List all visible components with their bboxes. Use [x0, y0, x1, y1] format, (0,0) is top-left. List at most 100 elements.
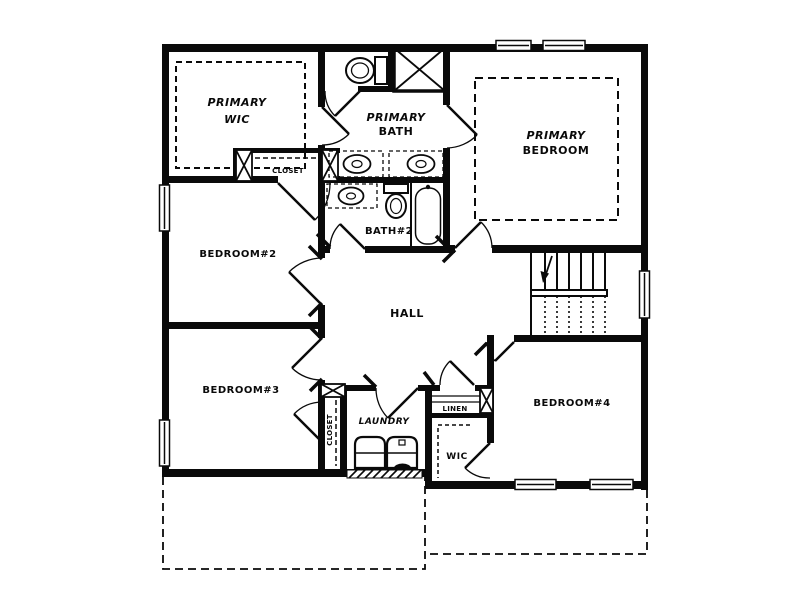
- door-laundry: [375, 387, 419, 419]
- closet2-frame-right-icon: [321, 149, 339, 182]
- room-linen: [432, 391, 487, 413]
- label-bedroom4: BEDROOM#4: [533, 398, 610, 409]
- dashed-lines: [162, 61, 648, 570]
- wall-toilet-right: [388, 44, 394, 90]
- wall-linen-left: [425, 385, 432, 481]
- window-primary-bedroom-2: [542, 39, 586, 52]
- door-water-closet: [324, 90, 361, 117]
- room-bedroom3: [169, 329, 318, 469]
- double-vanity-icon: [328, 150, 444, 178]
- wall-linen-bottom: [425, 413, 487, 418]
- toilet-bath2-icon: [383, 183, 409, 219]
- wall-bath-bedroom-b: [443, 148, 450, 252]
- room-hall: [325, 253, 487, 385]
- area-below-outline-right: [425, 490, 648, 555]
- laundry-appliances: [353, 435, 419, 470]
- window-bedroom2: [158, 184, 171, 232]
- label-bedroom2: BEDROOM#2: [199, 249, 276, 260]
- wall-toilet-bottom: [358, 86, 394, 92]
- sink-right-icon: [406, 154, 436, 174]
- label-primary-bedroom-1: PRIMARY: [526, 129, 586, 142]
- dryer-icon: [385, 435, 419, 470]
- room-labels: PRIMARY WIC CLOSET PRIMARY BATH PRIMARY …: [199, 96, 610, 462]
- room-primary-wic: [169, 52, 318, 176]
- door-wic-bedroom4: [464, 442, 491, 479]
- closet2-frame-left-icon: [235, 149, 253, 182]
- room-laundry: [347, 391, 425, 469]
- linen-frame-icon: [479, 387, 494, 414]
- label-closet-bedroom2: CLOSET: [272, 167, 304, 175]
- washer-icon: [353, 435, 387, 470]
- room-stairwell: [494, 253, 641, 335]
- label-wic-bedroom4: WIC: [446, 452, 467, 462]
- door-linen: [439, 360, 475, 386]
- staircase: [530, 253, 608, 335]
- wic-shelving-outline: [175, 61, 306, 169]
- stair-direction-arrow: [540, 255, 553, 283]
- label-hall: HALL: [390, 307, 424, 320]
- room-bath2: [325, 183, 443, 246]
- door-jamb-flares: [307, 232, 489, 393]
- window-bedroom4-1: [514, 478, 557, 491]
- wall-bedroom2-3-divider: [162, 322, 325, 329]
- framing-symbols: [235, 149, 494, 414]
- wall-vanity-back: [325, 177, 443, 183]
- door-primary-bath: [446, 104, 478, 149]
- wall-closet3-right: [340, 385, 347, 469]
- wall-pbr-bottom-b: [492, 245, 648, 253]
- window-primary-bedroom-1: [495, 39, 532, 52]
- wall-stairs-bottom: [514, 335, 648, 342]
- stair-treads-upper: [544, 253, 606, 290]
- label-bedroom3: BEDROOM#3: [202, 385, 279, 396]
- label-primary-bath-2: BATH: [379, 125, 414, 138]
- door-primary-wic: [321, 106, 350, 146]
- window-bedroom4-2: [589, 478, 634, 491]
- room-areas: [169, 52, 641, 481]
- door-bedroom4: [486, 341, 515, 362]
- label-linen: LINEN: [442, 405, 467, 413]
- window-bedroom3: [158, 419, 171, 467]
- door-primary-bedroom: [454, 221, 493, 249]
- wall-bath2-bottom-b: [365, 246, 443, 253]
- windows: [158, 39, 651, 491]
- label-bath2: BATH#2: [365, 226, 413, 237]
- wall-closet-top: [233, 148, 340, 153]
- toilet-primary-icon: [345, 56, 388, 85]
- wall-hall-left-b: [318, 305, 325, 338]
- bath2-vanity-icon: [326, 183, 378, 209]
- wall-right: [641, 44, 648, 490]
- wall-hall-left-c: [318, 380, 325, 469]
- hatched-chase: [346, 469, 423, 479]
- wall-hall-left-a: [318, 183, 325, 258]
- linen-shelves-icon: [432, 395, 480, 403]
- doors: [277, 90, 515, 479]
- label-primary-bedroom-2: BEDROOM: [523, 144, 590, 157]
- wall-left: [162, 44, 169, 477]
- label-primary-wic-2: WIC: [224, 113, 250, 126]
- wall-wic-bath-a: [318, 44, 325, 107]
- shower-icon: [392, 46, 447, 93]
- wall-bottom-left: [162, 469, 425, 477]
- label-primary-wic-1: PRIMARY: [207, 96, 267, 109]
- stair-treads-lower: [544, 296, 606, 335]
- wic4-shelving-line: [437, 424, 470, 478]
- sink-left-icon: [342, 154, 372, 174]
- room-bedroom4: [494, 342, 641, 481]
- label-closet-bedroom3: CLOSET: [326, 414, 334, 446]
- bathtub-icon: [410, 181, 446, 249]
- door-bath2: [329, 223, 366, 250]
- closet3-frame-icon: [320, 383, 346, 398]
- label-laundry: LAUNDRY: [359, 417, 411, 427]
- window-stairwell: [638, 270, 651, 319]
- room-primary-bedroom: [450, 52, 641, 245]
- stair-rail: [530, 289, 608, 297]
- label-primary-bath-1: PRIMARY: [366, 111, 426, 124]
- tray-ceiling-outline: [474, 77, 619, 221]
- wall-bath2-bottom-a: [325, 246, 330, 253]
- room-wic-bedroom4: [432, 418, 487, 481]
- door-closet-bedroom2: [277, 182, 331, 221]
- wall-wic-bottom: [162, 176, 236, 183]
- door-closet-bedroom3: [293, 401, 323, 443]
